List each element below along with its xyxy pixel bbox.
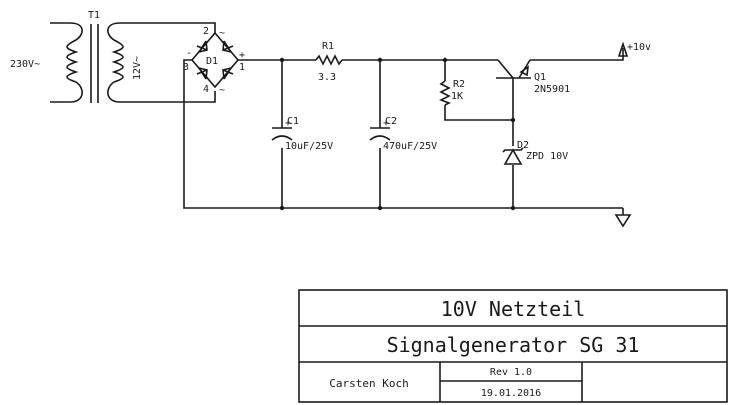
ac-label-top: ~ [219, 28, 225, 39]
revision-text: Rev 1.0 [490, 367, 532, 378]
d1-ref: D1 [206, 56, 218, 67]
plus-label: + [239, 50, 245, 61]
pin-4-label: 4 [203, 84, 209, 95]
q1-value: 2N5901 [534, 84, 570, 95]
zener-bar-icon [502, 147, 524, 153]
junctions [279, 57, 516, 211]
d2-ref: D2 [517, 140, 529, 151]
c1-ref: C1 [287, 116, 299, 127]
zener-diode-d2: D2 ZPD 10V [502, 140, 568, 165]
ground-rail [183, 59, 623, 209]
pin-3-label: 3 [183, 62, 189, 73]
diode-4-icon [222, 67, 234, 80]
transformer-t1: T1 230V~ 12V~ [10, 10, 216, 103]
q1-emitter-arrow-icon [519, 65, 530, 77]
title-block-frame [298, 289, 728, 403]
c1-plate-bottom [271, 135, 293, 141]
resistor-r2-icon [439, 80, 451, 106]
r1-value: 3.3 [318, 72, 336, 83]
transformer-core [90, 24, 99, 103]
title-block-grid [299, 325, 727, 402]
primary-voltage-label: 230V~ [10, 59, 40, 70]
c1-value: 10uF/25V [285, 141, 333, 152]
secondary-leads [120, 22, 216, 103]
capacitor-c2: + C2 470uF/25V [369, 116, 437, 152]
r2-wire [444, 60, 513, 121]
transistor-q1: Q1 2N5901 [496, 59, 570, 95]
junction-dot [377, 57, 383, 63]
junction-dot [279, 205, 285, 211]
ac-label-bottom: ~ [219, 85, 225, 96]
pin-1-label: 1 [239, 62, 245, 73]
c2-plate-bottom [369, 135, 391, 141]
pin-2-label: 2 [203, 26, 209, 37]
author-text: Carsten Koch [329, 377, 408, 390]
q1-ref: Q1 [534, 72, 546, 83]
diode-3-icon [196, 67, 208, 80]
output-wire [530, 48, 624, 61]
r1-ref: R1 [322, 41, 334, 52]
junction-dot [442, 57, 448, 63]
junction-dot [510, 117, 516, 123]
d2-value: ZPD 10V [526, 151, 568, 162]
date-text: 19.01.2016 [481, 388, 541, 399]
junction-dot [279, 57, 285, 63]
t1-ref: T1 [88, 10, 100, 21]
output-label: +10v [627, 42, 651, 53]
c2-value: 470uF/25V [383, 141, 437, 152]
c2-plus: + [383, 118, 389, 129]
secondary-coil [107, 22, 124, 103]
title-text: 10V Netzteil [441, 297, 586, 321]
c1-plus: + [285, 118, 291, 129]
output-terminal: +10v [617, 41, 651, 57]
junction-dot [377, 205, 383, 211]
zener-triangle-icon [503, 148, 523, 165]
capacitor-c1: + C1 10uF/25V [271, 116, 333, 152]
primary-leads [50, 22, 70, 103]
subtitle-text: Signalgenerator SG 31 [387, 333, 640, 357]
diode-1-icon [196, 40, 208, 53]
c2-ref: C2 [385, 116, 397, 127]
resistor-r1-icon [315, 54, 343, 66]
resistor-r1: R1 3.3 [315, 41, 343, 83]
resistor-r2: R2 1K [439, 79, 465, 106]
q1-collector [497, 59, 514, 79]
r2-ref: R2 [453, 79, 465, 90]
primary-coil [66, 22, 83, 103]
output-arrow-icon [617, 41, 629, 57]
title-block: 10V Netzteil Signalgenerator SG 31 Carst… [298, 289, 728, 403]
minus-label: - [186, 48, 192, 59]
diode-2-icon [222, 40, 234, 53]
junction-dot [510, 205, 516, 211]
bridge-rectifier-d1: D1 2 3 4 1 + - ~ ~ [183, 26, 245, 96]
r2-value: 1K [451, 91, 463, 102]
secondary-voltage-label: 12V~ [132, 56, 143, 80]
ground-icon [614, 214, 632, 228]
